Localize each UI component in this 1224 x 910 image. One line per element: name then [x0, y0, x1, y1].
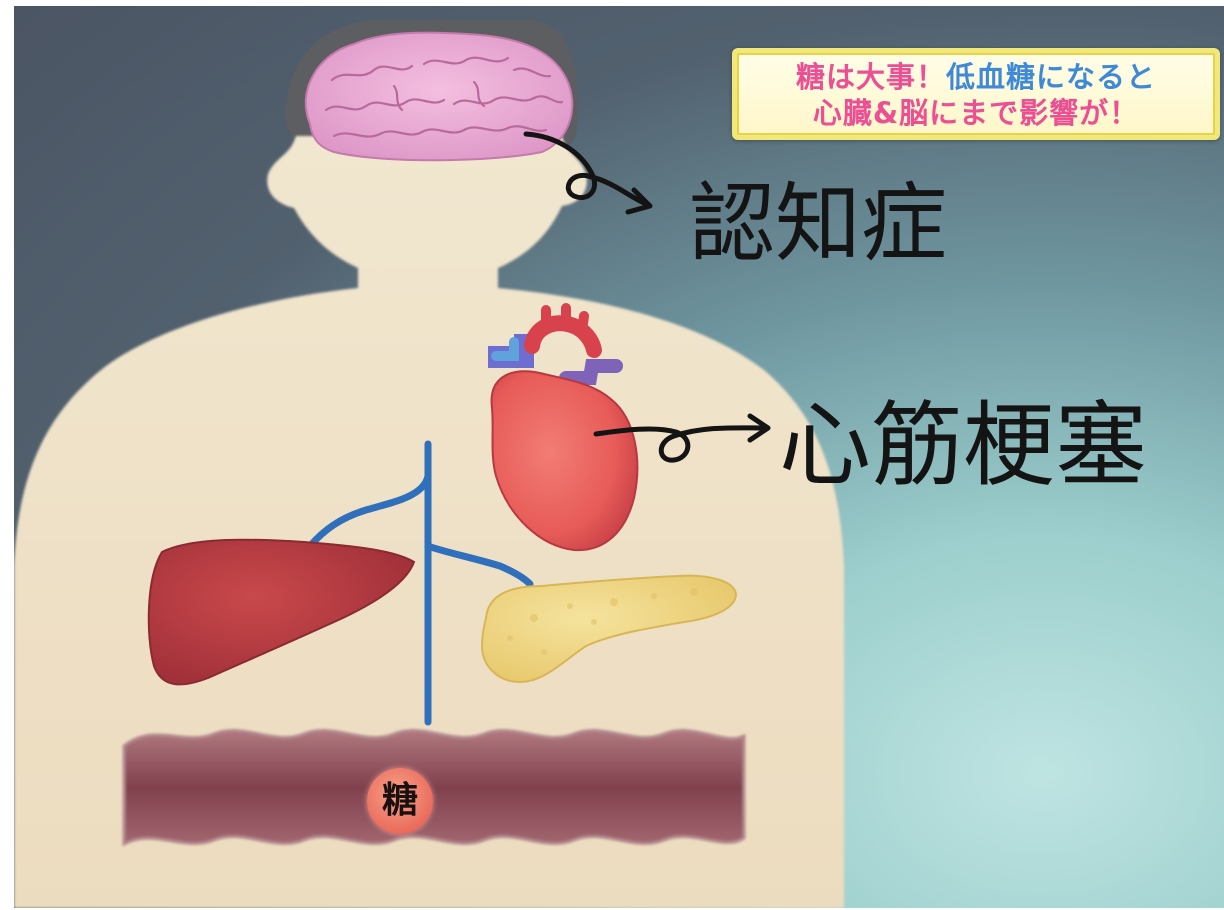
- caption-box: 糖は大事！低血糖になると 心臓&脳にまで影響が！: [732, 48, 1220, 140]
- caption-text-hypoglycemia: 低血糖になると: [946, 60, 1156, 94]
- caption-line-1: 糖は大事！低血糖になると: [737, 59, 1215, 95]
- dementia-label: 認知症: [689, 174, 947, 274]
- caption-line-2: 心臓&脳にまで影響が！: [737, 95, 1215, 131]
- illustration-frame: 糖は大事！低血糖になると 心臓&脳にまで影響が！ 認知症 心筋梗塞 糖: [14, 6, 1224, 908]
- intestine: [124, 731, 744, 844]
- myocardial-infarction-label: 心筋梗塞: [779, 394, 1147, 498]
- brain: [306, 33, 573, 161]
- caption-text-sugar-important: 糖は大事！: [796, 60, 946, 94]
- sugar-badge: 糖: [367, 768, 433, 834]
